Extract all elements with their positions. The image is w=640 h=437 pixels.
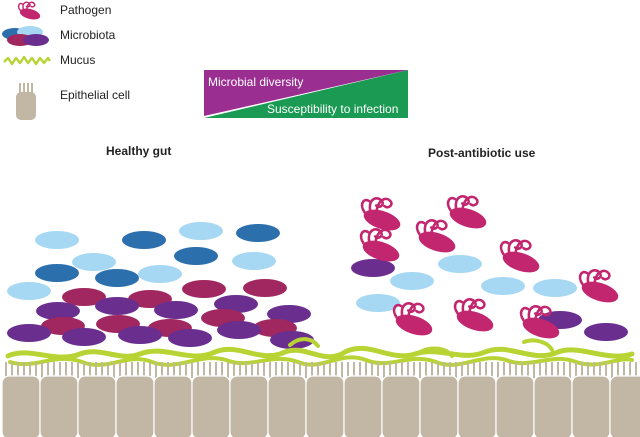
legend-mucus-label: Mucus (60, 53, 96, 67)
legend-epithelial-cell-label: Epithelial cell (60, 88, 131, 102)
susceptibility-label: Susceptibility to infection (267, 102, 399, 116)
microbial-diversity-label: Microbial diversity (208, 75, 304, 89)
pathogen-cluster (354, 188, 627, 344)
legend-mucus-icon (3, 55, 51, 66)
legend-pathogen-label: Pathogen (60, 3, 112, 17)
healthy-gut-heading: Healthy gut (106, 144, 172, 158)
legend-epithelial-cell-icon (16, 83, 36, 120)
susceptibility-triangle (204, 70, 408, 118)
microbial-diversity-triangle (204, 70, 408, 116)
mucus-layer (5, 337, 635, 367)
healthy-gut-microbiota (7, 222, 314, 349)
legend-microbiota-icon (2, 26, 49, 46)
epithelium-cells (1, 375, 640, 437)
post-antibiotic-heading: Post-antibiotic use (428, 146, 536, 160)
legend-microbiota-label: Microbiota (60, 28, 116, 42)
epithelium-microvilli (5, 362, 637, 378)
legend-pathogen-icon (15, 0, 44, 23)
